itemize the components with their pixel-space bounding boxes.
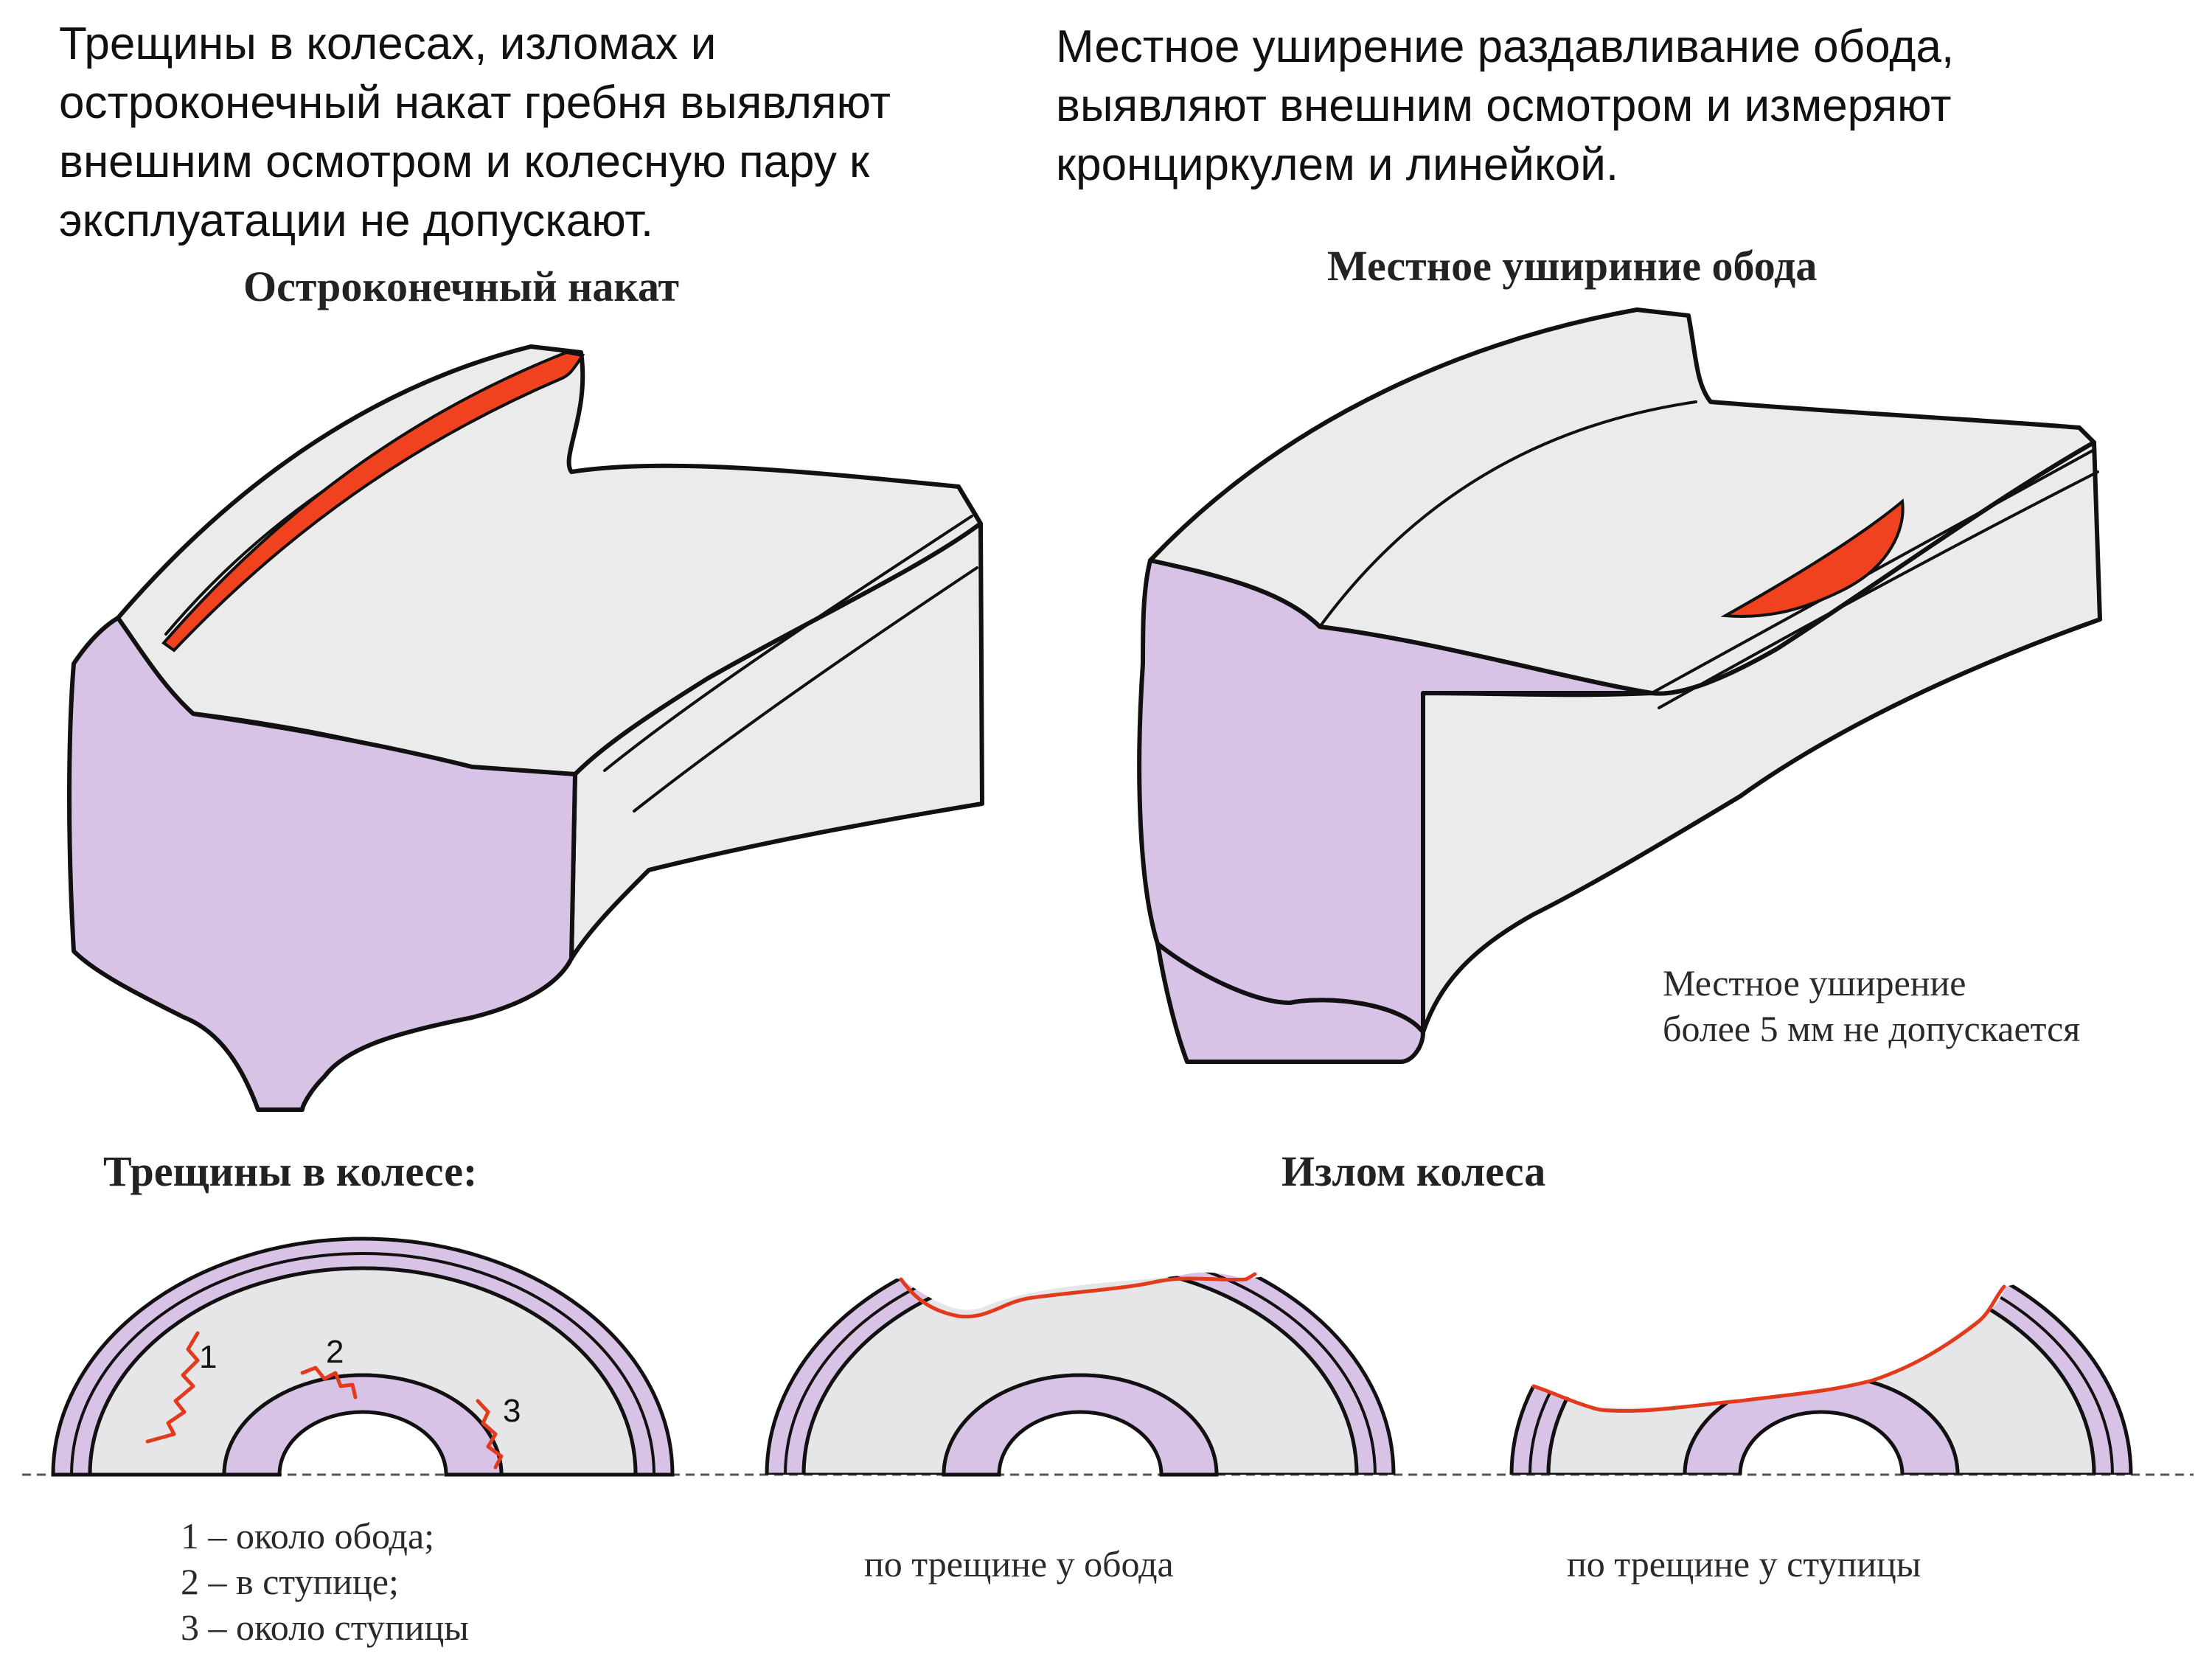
crack-marker-2: 2 <box>326 1334 344 1370</box>
cracks-legend-item-1: 1 – около обода; <box>181 1515 434 1557</box>
cracks-legend-item-3: 3 – около ступицы <box>181 1607 469 1648</box>
cracks-title: Трещины в колесе: <box>103 1147 477 1195</box>
fracture-title: Излом колеса <box>1281 1147 1545 1195</box>
sharp-roll-cross-section <box>67 616 577 1112</box>
local-widening-rim-illustration <box>1137 307 2102 1064</box>
fracture-rim-wheel-hub <box>942 1373 1219 1477</box>
right-description-line-3: кронциркулем и линейкой. <box>1056 139 1618 190</box>
crack-marker-1: 1 <box>199 1339 217 1375</box>
fracture-rim-wheel-rim-line <box>784 1253 1377 1475</box>
fracture-caption-rim: по трещине у обода <box>864 1543 1174 1585</box>
fracture-at-hub-wheel <box>1509 1253 2133 1475</box>
cracks-legend-item-2: 2 – в ступице; <box>181 1561 399 1602</box>
right-description-line-2: выявляют внешним осмотром и измеряют <box>1056 80 1952 131</box>
local-widening-web-neck <box>1155 942 1425 1064</box>
local-widening-defect <box>1720 498 1905 618</box>
sharp-roll-title: Остроконечный накат <box>243 262 679 310</box>
local-widening-note-line-2: более 5 мм не допускается <box>1663 1008 2080 1049</box>
local-widening-tread-curve <box>1318 400 1697 628</box>
fracture-at-rim-wheel <box>765 1253 1396 1477</box>
local-widening-side-line-2 <box>1658 470 2099 709</box>
fracture-caption-hub: по трещине у ступицы <box>1567 1543 1921 1585</box>
left-description-line-4: эксплуатации не допускают. <box>59 195 653 246</box>
crack-near-hub <box>476 1399 504 1470</box>
sharp-roll-defect <box>161 350 585 653</box>
left-description-line-1: Трещины в колесах, изломах и <box>59 18 716 69</box>
left-description-line-3: внешним осмотром и колесную пару к <box>59 136 870 187</box>
local-widening-note-line-1: Местное уширение <box>1663 962 1966 1004</box>
left-description: Трещины в колесах, изломах и остроконечн… <box>59 18 891 246</box>
fracture-line-at-hub <box>1531 1284 2006 1413</box>
sharp-roll-tread-line <box>603 515 973 772</box>
crack-in-hub <box>300 1366 358 1399</box>
crack-near-rim <box>145 1331 200 1444</box>
sharp-roll-rim-illustration <box>67 344 984 1112</box>
right-description-line-1: Местное уширение раздавливание обода, <box>1056 21 1954 72</box>
sharp-roll-tread-line-2 <box>633 566 978 813</box>
local-widening-title: Местное ушириние обода <box>1327 242 1817 290</box>
cracked-wheel-rim-line <box>70 1252 655 1476</box>
left-description-line-2: остроконечный накат гребня выявляют <box>59 77 891 128</box>
right-description: Местное уширение раздавливание обода, вы… <box>1056 21 1954 190</box>
fracture-line-at-rim <box>899 1272 1257 1319</box>
crack-marker-3: 3 <box>503 1393 521 1429</box>
cracked-wheel: 1 2 3 <box>51 1237 675 1477</box>
